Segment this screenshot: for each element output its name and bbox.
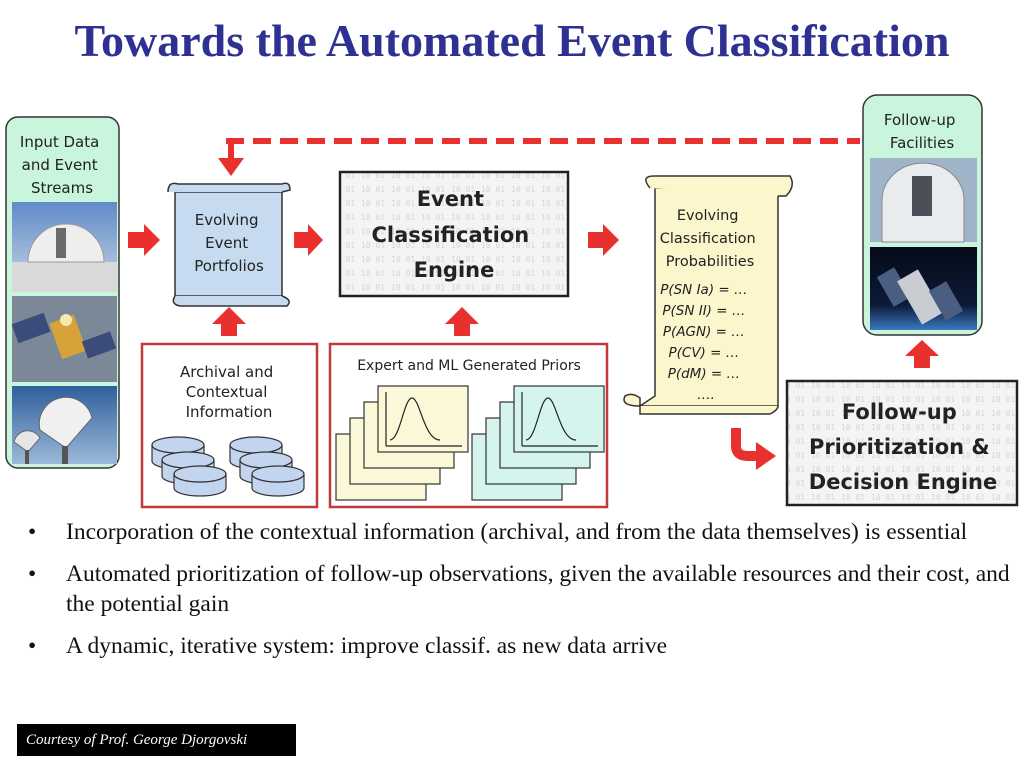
facilities-label: Follow-up Facilities [884, 111, 960, 152]
bullet-dot: • [28, 633, 37, 659]
input-streams-label: Input Data and Event Streams [20, 133, 104, 197]
arrow-decision-to-facilities [905, 340, 939, 368]
arrow-priors-to-engine [445, 307, 479, 336]
radio-telescopes-image [12, 386, 117, 464]
bullet-item: •Incorporation of the contextual informa… [28, 519, 968, 545]
priors-plots-yellow [335, 385, 469, 501]
facilities-panel: Follow-up Facilities [862, 94, 983, 336]
classification-engine-box: Event Classification Engine [338, 170, 570, 298]
archival-label: Archival and Contextual Information [180, 363, 278, 421]
arrow-portfolios-to-engine [294, 224, 323, 256]
slide-title: Towards the Automated Event Classificati… [74, 15, 950, 66]
input-streams-panel: Input Data and Event Streams [5, 116, 120, 469]
bullet-item: •A dynamic, iterative system: improve cl… [28, 633, 668, 659]
archival-box: Archival and Contextual Information [140, 342, 319, 509]
arrow-archival-to-portfolios [212, 307, 246, 336]
bullet-dot: • [28, 561, 37, 587]
dome-image [870, 158, 977, 243]
portfolios-label: Evolving Event Portfolios [194, 211, 264, 275]
decision-engine-box: Follow-up Prioritization & Decision Engi… [785, 379, 1019, 507]
event-portfolios-scroll: Evolving Event Portfolios [167, 182, 291, 307]
priors-plots-teal [471, 385, 605, 501]
priors-box: Expert and ML Generated Priors [328, 342, 609, 509]
database-cylinders-left [151, 436, 227, 497]
satellite-image [11, 296, 117, 382]
engine-label: Event Classification Engine [371, 187, 536, 282]
bullet-dot: • [28, 519, 37, 545]
feedback-arrow [218, 138, 860, 176]
bullet-item: •Automated prioritization of follow-up o… [28, 561, 1010, 617]
credit-caption: Courtesy of Prof. George Djorgovski [17, 724, 296, 756]
priors-label: Expert and ML Generated Priors [357, 358, 581, 374]
bullet-list: •Incorporation of the contextual informa… [22, 517, 1012, 673]
observatory-image [12, 202, 117, 292]
arrow-input-to-portfolios [128, 224, 160, 256]
database-cylinders-right [229, 436, 305, 497]
probabilities-list: P(SN Ia) = … P(SN II) = … P(AGN) = … P(C… [660, 282, 752, 403]
space-telescope-image [870, 247, 977, 330]
arrow-engine-to-probabilities [588, 224, 619, 256]
arrow-probabilities-to-decision [731, 428, 776, 470]
classification-diagram: 10 01 Input Data and Event Streams [5, 94, 1019, 509]
probabilities-title: Evolving Classification Probabilities [660, 208, 761, 270]
probabilities-scroll: Evolving Classification Probabilities P(… [623, 175, 793, 415]
decision-engine-label: Follow-up Prioritization & Decision Engi… [809, 400, 997, 494]
